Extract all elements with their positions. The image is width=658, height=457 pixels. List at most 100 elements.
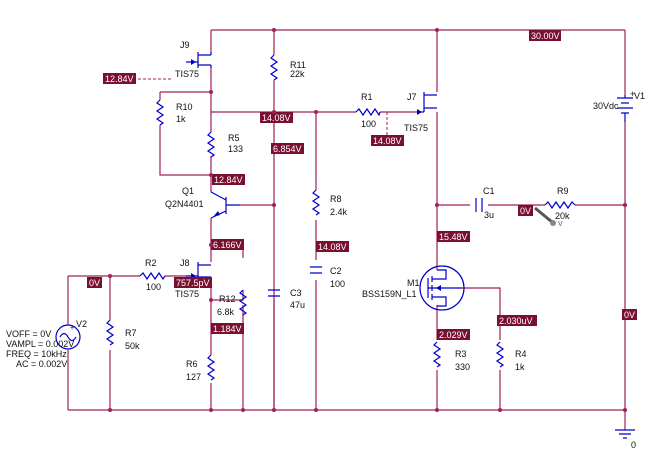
voltage-tag-6166[interactable]: 6.166V xyxy=(211,239,244,250)
c3-ref: C3 xyxy=(290,288,302,298)
r8-ref: R8 xyxy=(330,194,342,204)
r1-ref: R1 xyxy=(361,92,373,102)
r10-symbol[interactable] xyxy=(155,99,165,126)
r8-symbol[interactable] xyxy=(311,189,321,216)
c2-symbol[interactable] xyxy=(310,266,322,274)
r8-value: 2.4k xyxy=(330,207,348,217)
v2-ref: V2 xyxy=(76,319,87,329)
voltage-tag-1408-r1[interactable]: 14.08V xyxy=(371,135,404,146)
r4-symbol[interactable] xyxy=(495,341,505,368)
r5-symbol[interactable] xyxy=(206,131,216,158)
j7-model: TIS75 xyxy=(404,123,428,133)
svg-text:0V: 0V xyxy=(624,310,635,320)
voltage-tag-1408-mid[interactable]: 14.08V xyxy=(260,112,293,123)
c1-symbol[interactable] xyxy=(475,198,483,212)
transistors xyxy=(186,52,465,311)
svg-text:1.184V: 1.184V xyxy=(213,324,242,334)
j7-symbol[interactable] xyxy=(417,92,437,115)
m1-symbol[interactable] xyxy=(419,265,465,311)
svg-text:6.166V: 6.166V xyxy=(213,240,242,250)
svg-text:14.08V: 14.08V xyxy=(373,136,402,146)
voltage-tag-0v-right[interactable]: 0V xyxy=(622,309,637,320)
r9-symbol[interactable] xyxy=(544,200,576,210)
component-labels: J9 TIS75 R11 22k R10 1k R5 133 Q1 Q2N440… xyxy=(6,40,645,450)
voltage-tag-1184[interactable]: 1.184V xyxy=(211,323,244,334)
voltage-tag-0v-left[interactable]: 0V xyxy=(87,277,102,288)
svg-text:2.029V: 2.029V xyxy=(439,330,468,340)
m1-ref: M1 xyxy=(407,278,420,288)
svg-text:757.5pV: 757.5pV xyxy=(176,278,210,288)
v2-vampl: VAMPL = 0.002V xyxy=(6,339,74,349)
r12-ref: R12 xyxy=(219,294,236,304)
voltage-tag-2029[interactable]: 2.029V xyxy=(437,329,470,340)
r2-value: 100 xyxy=(146,282,161,292)
m1-model: BSS159N_L1 xyxy=(362,289,417,299)
r4-ref: R4 xyxy=(515,349,527,359)
wires xyxy=(67,29,626,430)
v2-ac: AC = 0.002V xyxy=(16,359,67,369)
c2-ref: C2 xyxy=(330,266,342,276)
r2-ref: R2 xyxy=(145,258,157,268)
r3-symbol[interactable] xyxy=(432,341,442,368)
voltage-tag-30v[interactable]: 30.00V xyxy=(529,30,561,41)
svg-text:+: + xyxy=(70,325,74,332)
voltage-tag-7575pv[interactable]: 757.5pV xyxy=(174,277,212,288)
j9-symbol[interactable] xyxy=(186,52,212,68)
r6-ref: R6 xyxy=(186,359,198,369)
voltage-tag-6854[interactable]: 6.854V xyxy=(271,143,304,154)
r10-ref: R10 xyxy=(176,102,193,112)
r12-symbol[interactable] xyxy=(238,289,248,316)
j9-ref: J9 xyxy=(180,40,190,50)
c1-ref: C1 xyxy=(483,186,495,196)
c1-value: 3u xyxy=(484,210,494,220)
voltage-tags: 30.00V 12.84V 14.08V 14.08V 6.854V 12.84… xyxy=(87,30,637,340)
voltage-tag-1284-left[interactable]: 12.84V xyxy=(103,73,136,84)
junction-dots xyxy=(108,28,627,412)
ground-label: 0 xyxy=(631,440,636,450)
r12-value: 6.8k xyxy=(217,307,235,317)
r7-ref: R7 xyxy=(125,328,137,338)
r11-ref: R11 xyxy=(290,60,306,70)
q1-ref: Q1 xyxy=(182,186,194,196)
v2-voff: VOFF = 0V xyxy=(6,329,51,339)
resistors xyxy=(105,54,576,381)
r4-value: 1k xyxy=(515,362,525,372)
j8-model: TIS75 xyxy=(175,289,199,299)
svg-text:12.84V: 12.84V xyxy=(214,175,243,185)
r1-value: 100 xyxy=(361,119,376,129)
r5-ref: R5 xyxy=(228,133,240,143)
r5-value: 133 xyxy=(228,144,243,154)
r7-symbol[interactable] xyxy=(105,319,115,346)
sources: + + xyxy=(55,89,635,439)
svg-text:0V: 0V xyxy=(520,206,531,216)
r11-value: 22k xyxy=(290,69,305,79)
v2-symbol[interactable]: + xyxy=(55,324,81,350)
voltage-probe-icon[interactable] xyxy=(534,206,556,226)
voltage-tag-2030uv[interactable]: 2.030uV xyxy=(497,315,537,326)
svg-text:2.030uV: 2.030uV xyxy=(499,316,533,326)
voltage-tag-1548[interactable]: 15.48V xyxy=(437,231,470,242)
v2-freq: FREQ = 10kHz xyxy=(6,349,67,359)
dashed-markers xyxy=(138,78,388,135)
j8-ref: J8 xyxy=(180,258,190,268)
r2-symbol[interactable] xyxy=(139,271,166,281)
q1-model: Q2N4401 xyxy=(165,199,204,209)
voltage-tag-1284-q1[interactable]: 12.84V xyxy=(212,174,245,185)
r11-symbol[interactable] xyxy=(269,54,279,81)
j7-ref: J7 xyxy=(407,92,417,102)
svg-text:+: + xyxy=(630,89,635,99)
j9-model: TIS75 xyxy=(175,69,199,79)
v1-symbol[interactable]: + xyxy=(617,89,635,122)
q1-symbol[interactable] xyxy=(210,191,240,219)
r10-value: 1k xyxy=(176,114,186,124)
ground-symbol xyxy=(615,429,635,439)
r6-symbol[interactable] xyxy=(206,354,216,381)
voltage-tag-0v-r9[interactable]: 0V xyxy=(518,205,533,216)
svg-text:15.48V: 15.48V xyxy=(439,232,468,242)
c3-symbol[interactable] xyxy=(268,289,280,297)
svg-text:12.84V: 12.84V xyxy=(105,74,134,84)
voltage-tag-1408-r8[interactable]: 14.08V xyxy=(316,241,349,252)
r1-symbol[interactable] xyxy=(355,107,381,117)
svg-text:0V: 0V xyxy=(89,278,100,288)
